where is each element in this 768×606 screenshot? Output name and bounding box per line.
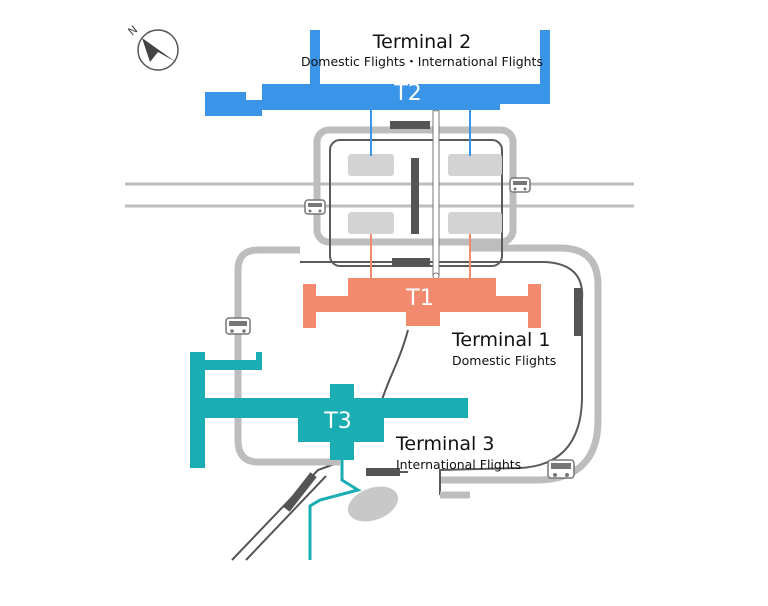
terminal-3-building: T3 (190, 352, 468, 468)
terminal-2-description: Domestic Flights・International Flights (301, 54, 543, 69)
station-t3 (366, 468, 400, 476)
parking-lot-se (448, 212, 502, 234)
terminal-2-name: Terminal 2 (372, 31, 471, 53)
t1-t3-connector (381, 329, 409, 401)
bus-icon (225, 317, 251, 335)
bus-icon (547, 459, 575, 479)
walkway (432, 104, 440, 280)
terminal-1-label: Terminal 1 Domestic Flights (451, 329, 556, 368)
bus-icon (509, 177, 531, 193)
parking-lot-ne (448, 154, 502, 176)
terminal-3-label: Terminal 3 International Flights (395, 433, 521, 472)
station-t2 (390, 121, 430, 129)
t3-access-road (308, 442, 362, 560)
terminal-3-name: Terminal 3 (395, 433, 494, 455)
platform-center (411, 158, 419, 234)
station-t1 (392, 258, 430, 266)
terminal-3-code: T3 (323, 409, 351, 434)
rail-lines (231, 461, 341, 561)
terminal-1-description: Domestic Flights (452, 353, 556, 368)
t2-connectors (370, 110, 471, 156)
lake (347, 486, 399, 522)
north-arrow-icon (142, 38, 176, 62)
terminal-3-description: International Flights (396, 457, 521, 472)
terminal-1-code: T1 (405, 286, 433, 311)
compass-north-label: N (126, 23, 141, 38)
parking-lots (348, 154, 502, 234)
terminal-1-name: Terminal 1 (451, 329, 550, 351)
parking-lot-sw (348, 212, 394, 234)
highway (125, 182, 634, 208)
terminal-1-building: T1 (303, 278, 541, 328)
terminal-2-label: Terminal 2 Domestic Flights・Internationa… (301, 31, 543, 69)
bus-icon (304, 199, 326, 215)
parking-lot-nw (348, 154, 394, 176)
terminal-2-code: T2 (393, 81, 421, 106)
compass: N (126, 23, 179, 71)
platform-east (574, 288, 582, 336)
rail-platform (283, 472, 317, 512)
t1-connectors (370, 234, 471, 280)
monorail-stations (366, 121, 582, 476)
terminal-2-building: T2 (205, 30, 550, 116)
